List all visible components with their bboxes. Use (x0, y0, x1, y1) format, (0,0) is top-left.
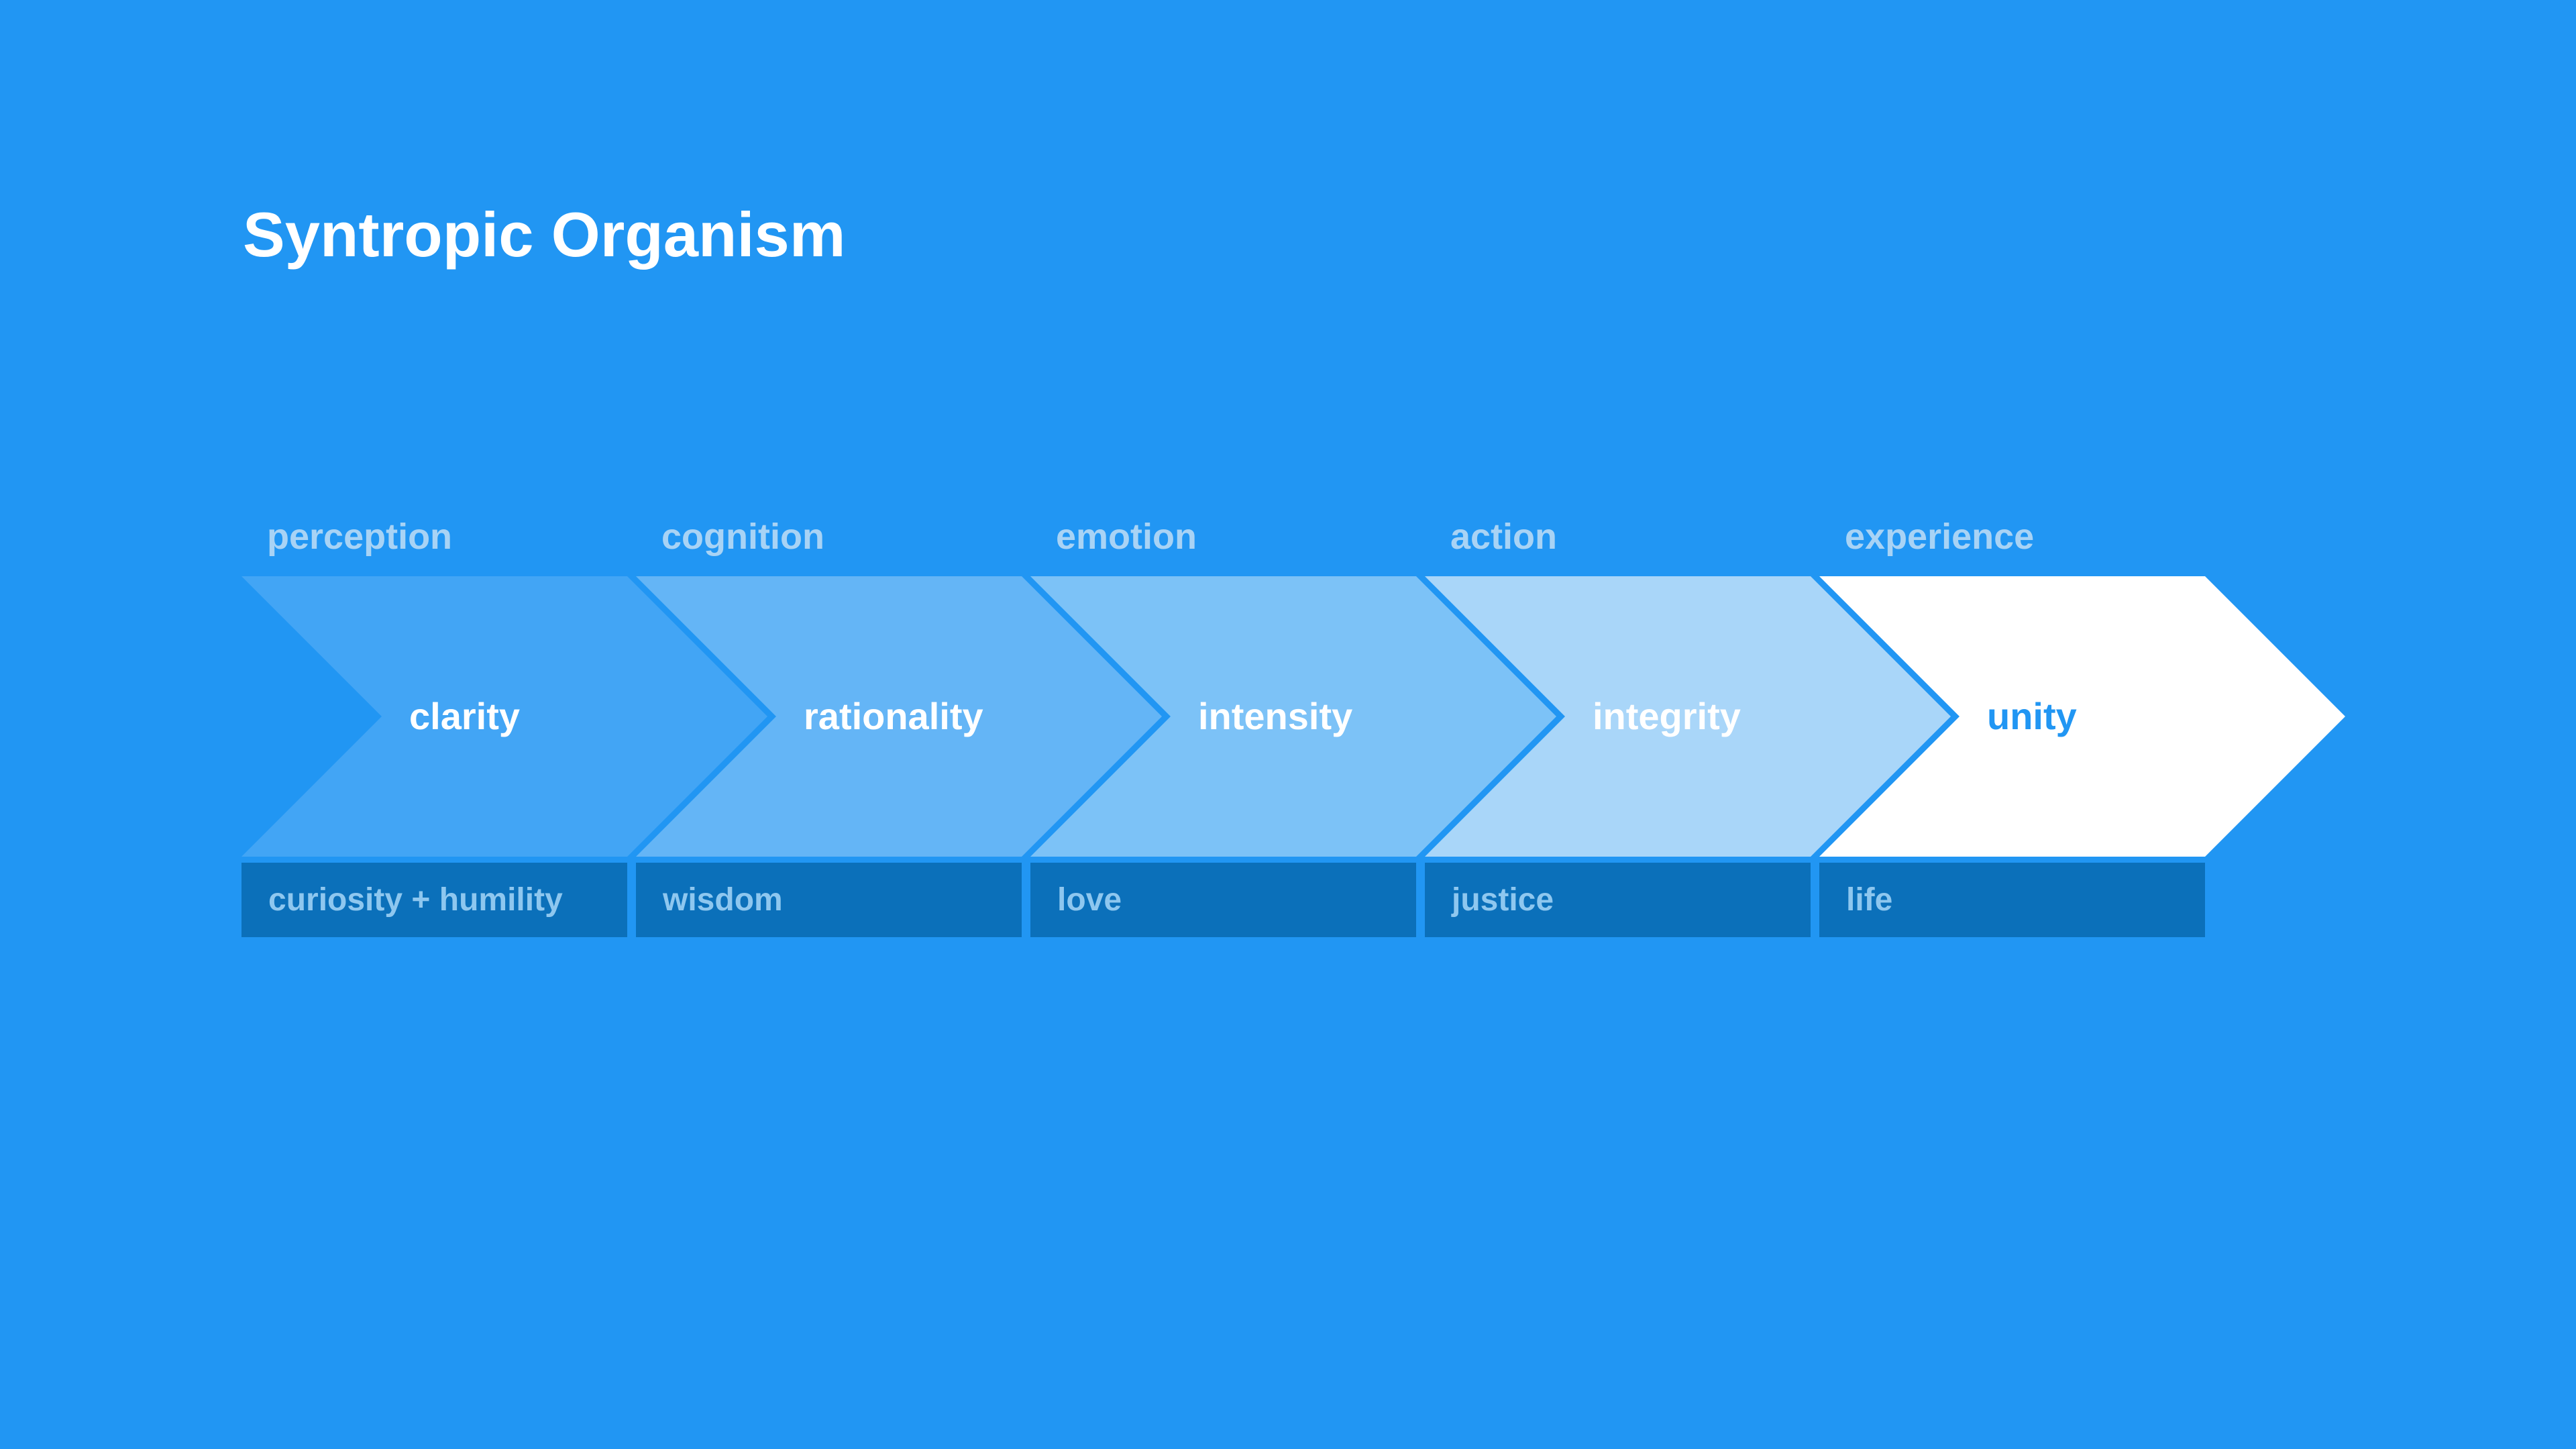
stage-category-label: cognition (661, 517, 824, 557)
stage-outcome-box: love (1030, 863, 1416, 937)
stage-category-label: action (1450, 517, 1558, 557)
stage-outcome-label: curiosity + humility (268, 881, 563, 918)
stage-value-label: integrity (1593, 695, 1741, 737)
stage-outcome-box: wisdom (636, 863, 1022, 937)
stage-value-label: intensity (1198, 695, 1353, 737)
stage-category-label: emotion (1056, 517, 1197, 557)
stage-value-label: rationality (804, 695, 983, 737)
stage-outcome-box: justice (1425, 863, 1811, 937)
stage-outcome-label: love (1057, 881, 1122, 918)
stage-category-label: perception (267, 517, 453, 557)
stage-value-label: unity (1987, 695, 2077, 737)
stage-outcome-label: wisdom (663, 881, 783, 918)
stage-outcome-label: life (1846, 881, 1893, 918)
stage-value-label: clarity (409, 695, 520, 737)
stage-category-label: experience (1845, 517, 2035, 557)
stage-outcome-box: life (1819, 863, 2205, 937)
stage-outcome-label: justice (1452, 881, 1554, 918)
stage-outcome-box: curiosity + humility (241, 863, 627, 937)
diagram-title: Syntropic Organism (243, 199, 846, 270)
